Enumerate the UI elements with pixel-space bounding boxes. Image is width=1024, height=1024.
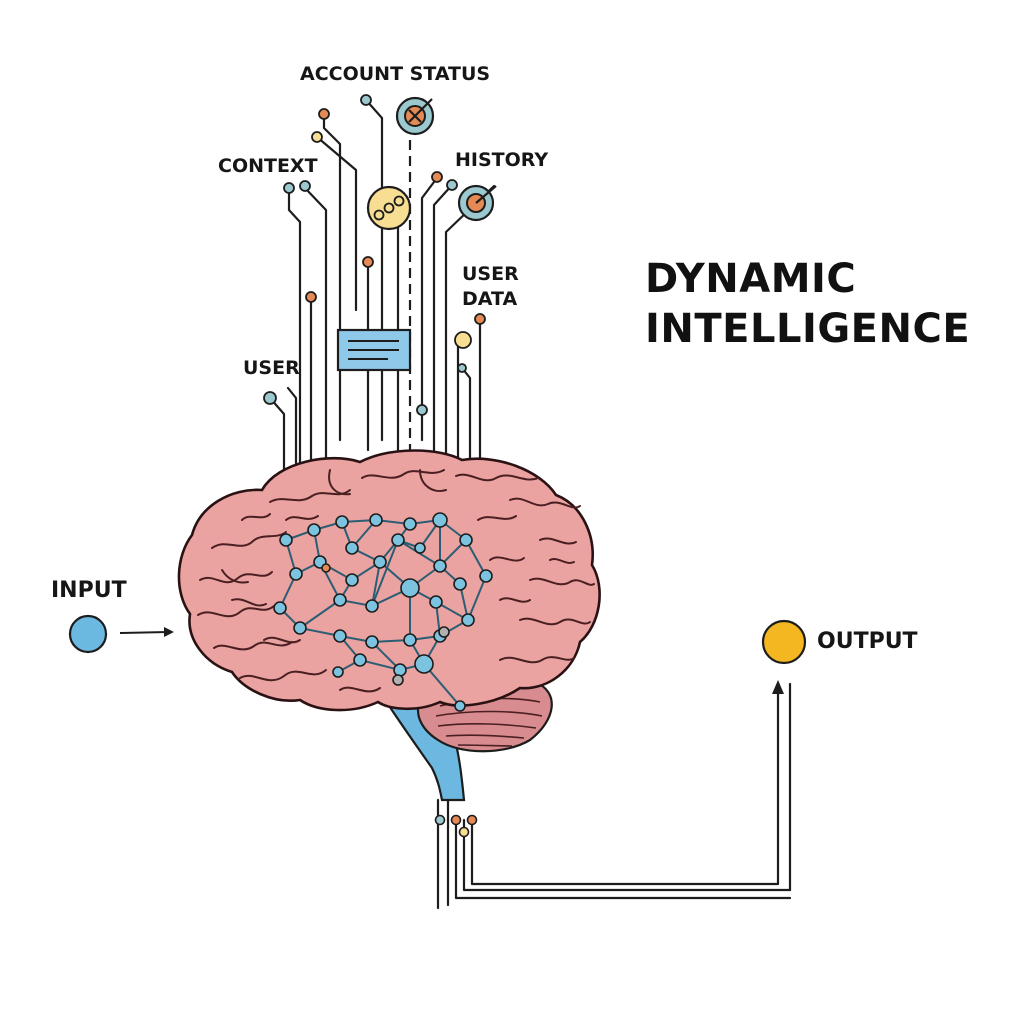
account-status-label: ACCOUNT STATUS xyxy=(300,63,490,85)
output-node-icon xyxy=(761,619,807,665)
context-label: CONTEXT xyxy=(218,155,318,177)
output-label: OUTPUT xyxy=(817,629,918,654)
user-label: USER xyxy=(243,357,300,379)
input-node-icon xyxy=(68,614,108,654)
cerebrum xyxy=(177,449,601,712)
title-line-1: DYNAMIC xyxy=(645,256,856,302)
user-data-label-line-2: DATA xyxy=(462,288,517,310)
input-label: INPUT xyxy=(51,578,127,603)
diagram-title: DYNAMIC INTELLIGENCE xyxy=(645,256,970,352)
title-line-2: INTELLIGENCE xyxy=(645,306,970,352)
output-wire-terminals xyxy=(434,814,478,838)
brain-folds xyxy=(197,469,595,693)
brain xyxy=(177,449,601,802)
history-label: HISTORY xyxy=(455,149,548,171)
input-arrow-icon xyxy=(119,627,174,637)
neural-network xyxy=(273,512,493,712)
target-x-icon xyxy=(395,96,435,136)
target-arrow-icon xyxy=(457,184,497,222)
document-card-icon xyxy=(336,328,412,372)
dots-badge-icon xyxy=(366,185,412,231)
user-data-label-line-1: USER xyxy=(462,263,519,285)
